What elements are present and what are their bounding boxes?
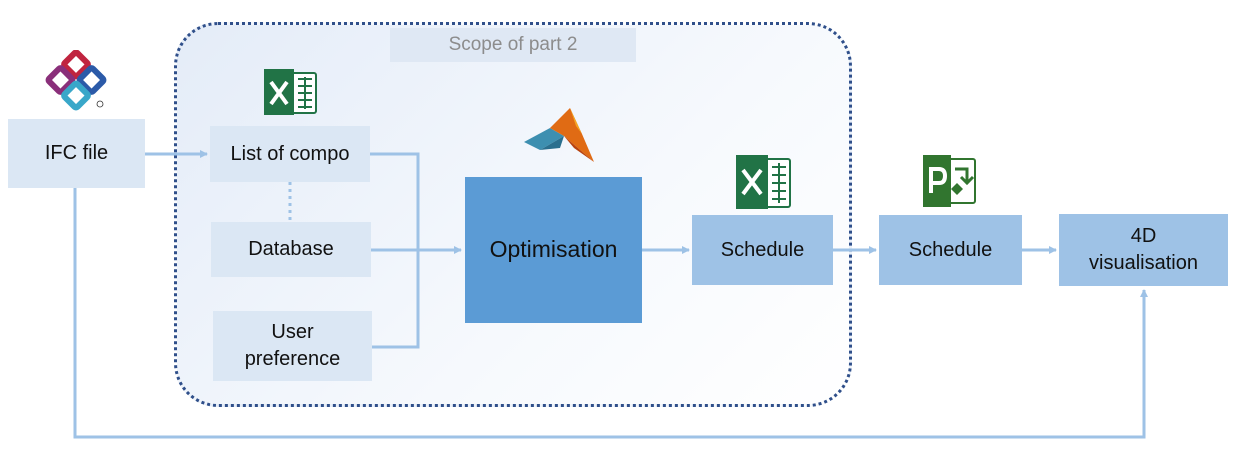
matlab-icon: [524, 108, 594, 162]
optimisation-label: Optimisation: [489, 236, 618, 263]
database-label: Database: [248, 238, 334, 260]
visualisation-4d-label: 4D visualisation: [1089, 225, 1198, 274]
ifc-file-box: IFC file: [8, 119, 145, 188]
line-user-to-merge: [372, 250, 420, 349]
ifc-file-label: IFC file: [44, 142, 109, 164]
user-preference-box: User preference: [213, 311, 372, 381]
line-list-to-merge: [370, 152, 420, 250]
schedule-project-box: Schedule: [879, 215, 1022, 285]
list-of-compo-label: List of compo: [230, 142, 350, 165]
visualisation-4d-box: 4D visualisation: [1059, 214, 1228, 286]
excel-icon: [736, 155, 791, 209]
schedule-excel-label: Schedule: [720, 238, 805, 261]
optimisation-box: Optimisation: [465, 177, 642, 323]
ms-project-icon: [923, 155, 976, 207]
schedule-project-label: Schedule: [908, 238, 993, 261]
schedule-excel-box: Schedule: [692, 215, 833, 285]
user-preference-label: User preference: [244, 321, 341, 370]
scope-title: Scope of part 2: [390, 28, 636, 62]
list-of-compo-box: List of compo: [210, 126, 370, 182]
excel-icon: [264, 69, 317, 115]
ifc-logo-icon: [45, 50, 107, 111]
arrow-ifc-to-4d-loop: [73, 188, 1148, 439]
database-box: Database: [211, 222, 371, 277]
